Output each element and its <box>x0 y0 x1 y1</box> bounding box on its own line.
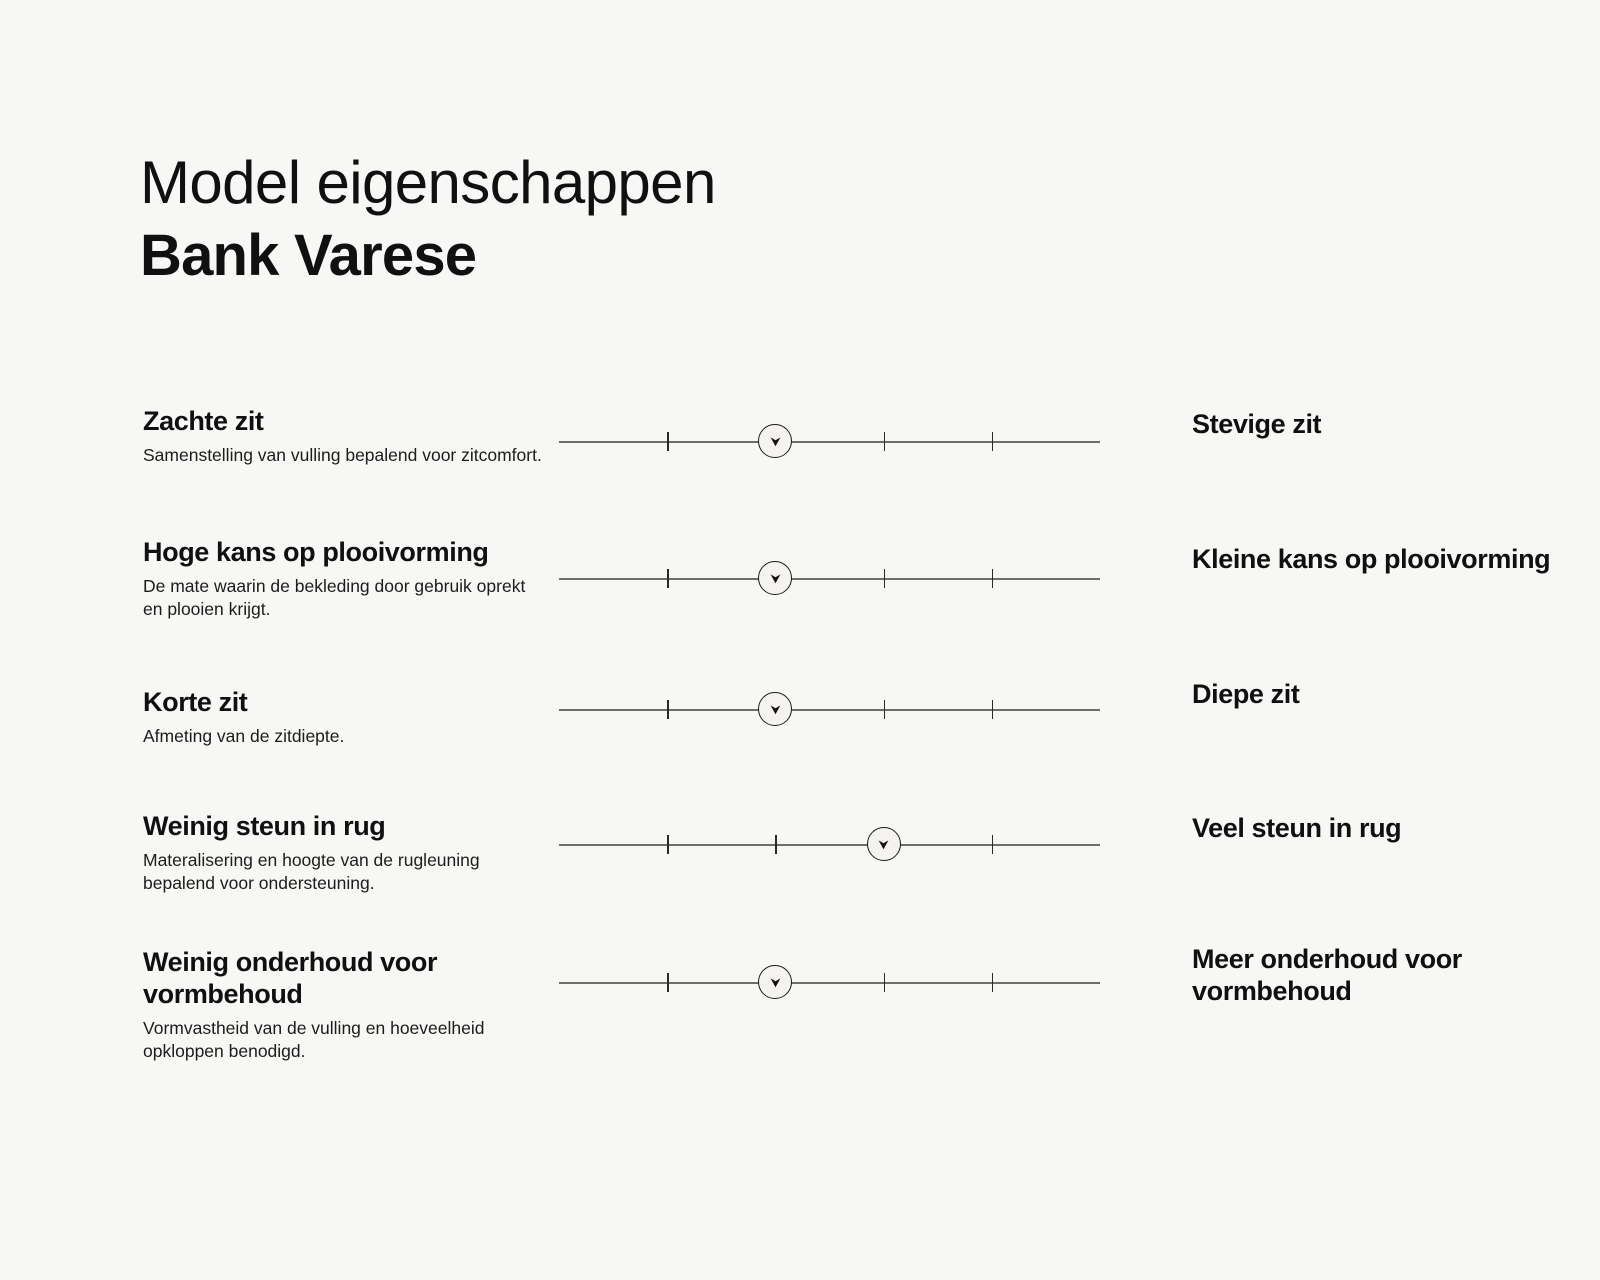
slider-track[interactable] <box>559 441 1100 443</box>
property-slider[interactable] <box>559 823 1100 867</box>
property-slider[interactable] <box>559 557 1100 601</box>
property-description: Materalisering en hoogte van de rugleuni… <box>143 850 480 893</box>
property-right-title: Stevige zit <box>1192 409 1322 439</box>
property-description: Afmeting van de zitdiepte. <box>143 726 345 746</box>
slider-track[interactable] <box>559 578 1100 580</box>
slider-tick <box>991 569 994 588</box>
slider-track[interactable] <box>559 709 1100 711</box>
slider-tick <box>991 973 994 992</box>
property-left-title: Hoge kans op plooivorming <box>143 537 489 567</box>
property-right-label: Meer onderhoud voor vormbehoud <box>1192 943 1572 1007</box>
slider-tick <box>883 432 886 451</box>
property-right-label: Kleine kans op plooivorming <box>1192 543 1572 575</box>
slider-marker-handle[interactable] <box>758 424 793 458</box>
page-title-secondary: Bank Varese <box>140 223 477 288</box>
slider-tick <box>991 835 994 854</box>
property-left-label: Hoge kans op plooivorming De mate waarin … <box>143 536 543 621</box>
property-right-title: Veel steun in rug <box>1192 813 1402 843</box>
slider-track[interactable] <box>559 982 1100 984</box>
slider-marker-handle[interactable] <box>758 965 793 999</box>
property-slider[interactable] <box>559 688 1100 732</box>
chevron-down-icon <box>768 434 783 449</box>
chevron-down-icon <box>768 702 783 717</box>
slider-tick <box>991 700 994 719</box>
property-right-title: Diepe zit <box>1192 679 1300 709</box>
page-title-primary: Model eigenschappen <box>140 149 716 216</box>
page-title: Model eigenschappen Bank Varese <box>140 146 1040 292</box>
property-right-title: Meer onderhoud voor vormbehoud <box>1192 944 1462 1006</box>
slider-marker-handle[interactable] <box>758 692 793 726</box>
property-right-title: Kleine kans op plooivorming <box>1192 544 1551 574</box>
slider-marker-handle[interactable] <box>866 827 901 861</box>
property-left-title: Korte zit <box>143 687 248 717</box>
slider-tick <box>883 700 886 719</box>
property-right-label: Diepe zit <box>1192 678 1572 710</box>
slider-tick <box>667 569 669 588</box>
property-right-label: Stevige zit <box>1192 408 1572 440</box>
slider-tick <box>991 432 994 451</box>
slider-tick <box>775 835 777 854</box>
chevron-down-icon <box>876 837 891 852</box>
property-left-title: Zachte zit <box>143 406 264 436</box>
property-left-title: Weinig steun in rug <box>143 811 386 841</box>
slider-tick <box>667 973 669 992</box>
slider-track[interactable] <box>559 844 1100 846</box>
property-description: De mate waarin de bekleding door gebruik… <box>143 576 526 619</box>
property-left-title: Weinig onderhoud voor vormbehoud <box>143 947 438 1009</box>
property-right-label: Veel steun in rug <box>1192 812 1572 844</box>
slider-tick <box>883 973 886 992</box>
slider-tick <box>667 835 669 854</box>
chevron-down-icon <box>768 975 783 990</box>
slider-tick <box>667 432 669 451</box>
property-slider[interactable] <box>559 420 1100 464</box>
slider-tick <box>667 700 669 719</box>
slider-tick <box>883 569 886 588</box>
property-slider[interactable] <box>559 961 1100 1005</box>
property-description: Samenstelling van vulling bepalend voor … <box>143 445 542 465</box>
chevron-down-icon <box>768 571 783 586</box>
slider-marker-handle[interactable] <box>758 561 793 595</box>
property-description: Vormvastheid van de vulling en hoeveelhe… <box>143 1018 485 1061</box>
